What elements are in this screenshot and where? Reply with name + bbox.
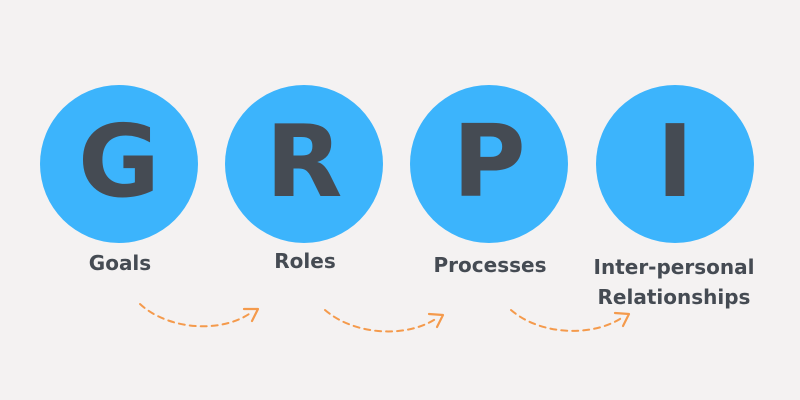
letter-r: R [265, 103, 343, 220]
arrow-goals-to-roles [139, 303, 253, 328]
label-processes: Processes [433, 253, 547, 277]
letter-g: G [77, 103, 161, 220]
circle-roles: R [225, 85, 383, 243]
circle-interpersonal: I [596, 85, 754, 243]
circle-processes: P [410, 85, 568, 243]
circle-goals: G [40, 85, 198, 243]
label-interpersonal: Inter-personal Relationships [593, 255, 755, 309]
arrow-processes-to-interpersonal [510, 309, 624, 332]
arrow-head-goals-to-roles [242, 307, 260, 323]
arrow-head-roles-to-processes [427, 312, 445, 329]
arrow-roles-to-processes [324, 309, 438, 333]
label-goals: Goals [88, 251, 152, 275]
label-roles: Roles [274, 249, 336, 273]
letter-i: I [656, 103, 694, 220]
letter-p: P [452, 103, 526, 220]
arrow-head-processes-to-interpersonal [613, 311, 631, 328]
